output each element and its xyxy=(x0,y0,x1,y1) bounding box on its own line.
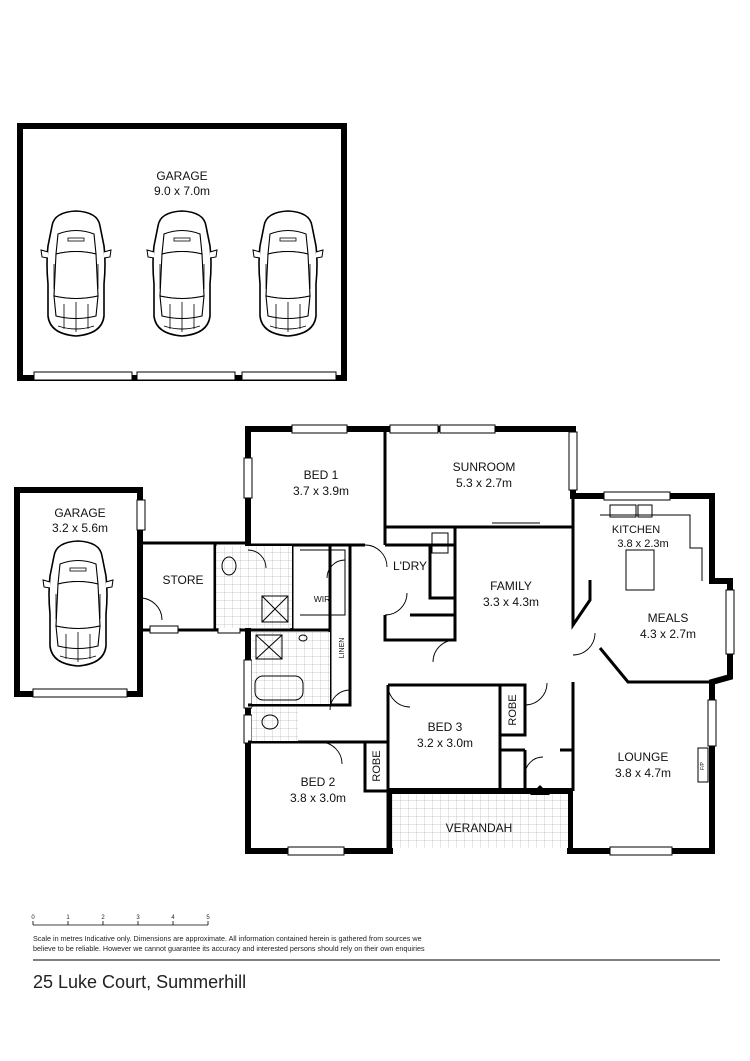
room-dim-meals: 4.3 x 2.7m xyxy=(640,627,696,641)
room-name-laundry: L'DRY xyxy=(393,559,427,573)
car-icon xyxy=(40,210,112,337)
room-dim-bed3: 3.2 x 3.0m xyxy=(417,736,473,750)
room-name-kitchen: KITCHEN xyxy=(612,524,660,536)
disclaimer: Scale in metres Indicative only. Dimensi… xyxy=(33,934,503,953)
room-dim-kitchen: 3.8 x 2.3m xyxy=(617,538,668,550)
disclaimer-line: believe to be reliable. However we canno… xyxy=(33,943,425,953)
room-name-bed3: BED 3 xyxy=(428,720,463,734)
room-dim-bed1: 3.7 x 3.9m xyxy=(293,484,349,498)
house-outline xyxy=(243,424,735,856)
room-name-bed1: BED 1 xyxy=(304,468,339,482)
room-name-meals: MEALS xyxy=(648,611,689,625)
doors xyxy=(247,432,596,795)
scale-tick-label: 5 xyxy=(206,915,210,921)
room-name-fireplace: F/P xyxy=(700,761,706,769)
garage-small: GARAGE 3.2 x 5.6m xyxy=(14,487,146,698)
room-name-lounge: LOUNGE xyxy=(618,750,669,764)
room-name-verandah: VERANDAH xyxy=(446,821,513,835)
scale-tick-label: 2 xyxy=(101,915,105,921)
room-dim-lounge: 3.8 x 4.7m xyxy=(615,766,671,780)
room-dim-garage-large: 9.0 x 7.0m xyxy=(154,184,210,198)
scale-tick-label: 1 xyxy=(66,915,70,921)
room-dim-bed2: 3.8 x 3.0m xyxy=(290,791,346,805)
room-name-family: FAMILY xyxy=(490,579,532,593)
room-name-garage-large: GARAGE xyxy=(156,169,207,183)
scale-bar: 0 1 2 3 4 5 xyxy=(31,915,210,926)
store: STORE xyxy=(139,541,248,634)
property-address: 25 Luke Court, Summerhill xyxy=(33,972,247,992)
disclaimer-line: Scale in metres Indicative only. Dimensi… xyxy=(33,934,422,943)
interior-walls xyxy=(248,429,712,851)
room-name-robe-bed2: ROBE xyxy=(371,750,383,781)
room-dim-garage-small: 3.2 x 5.6m xyxy=(52,521,108,535)
room-name-sunroom: SUNROOM xyxy=(453,460,516,474)
room-name-linen: LINEN xyxy=(339,638,346,659)
scale-tick-label: 0 xyxy=(31,915,35,921)
car-icon xyxy=(146,210,218,337)
room-name-robe-bed3: ROBE xyxy=(507,694,519,725)
scale-tick-label: 3 xyxy=(136,915,140,921)
room-dim-family: 3.3 x 4.3m xyxy=(483,595,539,609)
room-name-bed2: BED 2 xyxy=(301,775,336,789)
room-name-wir: WIR xyxy=(314,594,331,604)
room-name-garage-small: GARAGE xyxy=(54,506,105,520)
car-icon xyxy=(252,210,324,337)
wet-areas xyxy=(216,532,568,848)
room-name-store: STORE xyxy=(162,573,203,587)
car-icon xyxy=(42,540,114,667)
room-dim-sunroom: 5.3 x 2.7m xyxy=(456,476,512,490)
scale-tick-label: 4 xyxy=(171,915,175,921)
garage-large: GARAGE 9.0 x 7.0m xyxy=(17,123,347,381)
